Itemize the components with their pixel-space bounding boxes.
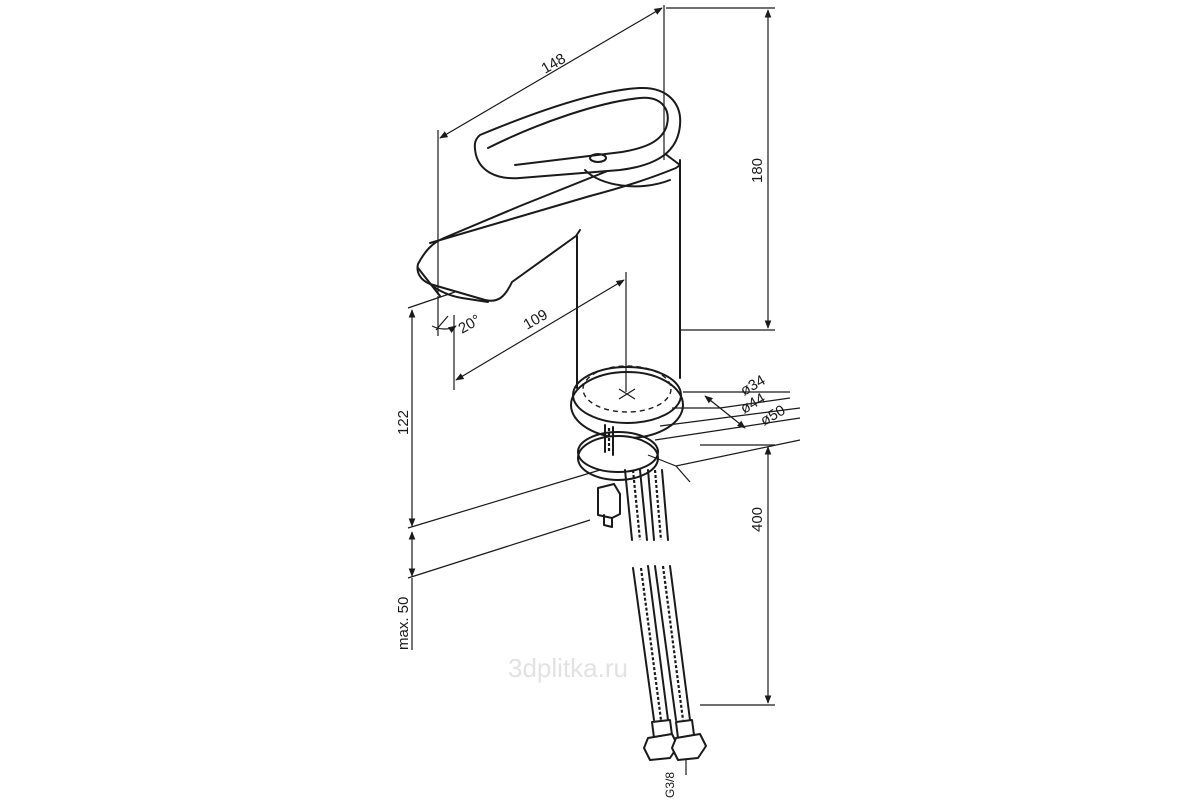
dim-angle-20: 20° xyxy=(456,311,484,337)
dim-length-148: 148 xyxy=(539,50,569,77)
dim-spout-height-122: 122 xyxy=(395,410,412,435)
watermark: 3dplitka.ru xyxy=(508,653,628,683)
flexible-hoses xyxy=(624,469,707,775)
dim-reach-109: 109 xyxy=(521,306,551,333)
dim-height-180: 180 xyxy=(749,158,766,183)
faucet-body xyxy=(416,86,684,528)
thread-label: G3/8 xyxy=(663,772,677,798)
dim-max-50: max. 50 xyxy=(395,597,412,650)
dim-hose-length-400: 400 xyxy=(749,507,766,532)
dimension-lines xyxy=(407,5,801,706)
